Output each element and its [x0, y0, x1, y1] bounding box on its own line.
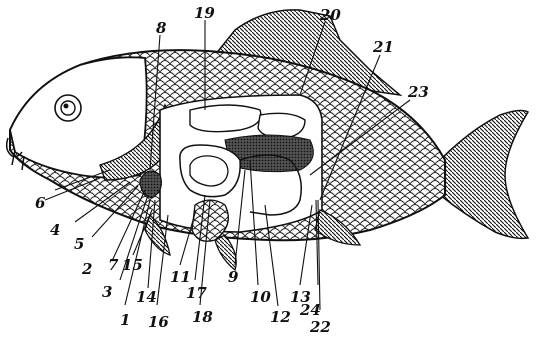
- label-17: 17: [186, 284, 207, 302]
- label-12: 12: [270, 308, 291, 326]
- label-6: 6: [35, 194, 46, 212]
- label-2: 2: [81, 260, 92, 278]
- label-21: 21: [372, 38, 394, 56]
- label-5: 5: [74, 235, 84, 253]
- label-4: 4: [50, 221, 60, 239]
- pelvic-fin: [215, 235, 236, 270]
- label-16: 16: [148, 313, 169, 331]
- label-9: 9: [228, 268, 239, 286]
- label-22: 22: [309, 318, 331, 336]
- tail-fin: [440, 111, 528, 239]
- label-10: 10: [250, 288, 271, 306]
- label-7: 7: [108, 256, 119, 274]
- label-19: 19: [194, 4, 215, 22]
- swim-bladder: [190, 105, 261, 132]
- label-15: 15: [122, 256, 143, 274]
- label-14: 14: [136, 288, 157, 306]
- label-24: 24: [299, 301, 321, 319]
- label-18: 18: [192, 308, 213, 326]
- intestine: [180, 145, 240, 197]
- label-3: 3: [102, 283, 112, 301]
- label-8: 8: [156, 19, 167, 37]
- label-20: 20: [319, 6, 341, 24]
- label-23: 23: [407, 83, 429, 101]
- label-1: 1: [120, 311, 130, 329]
